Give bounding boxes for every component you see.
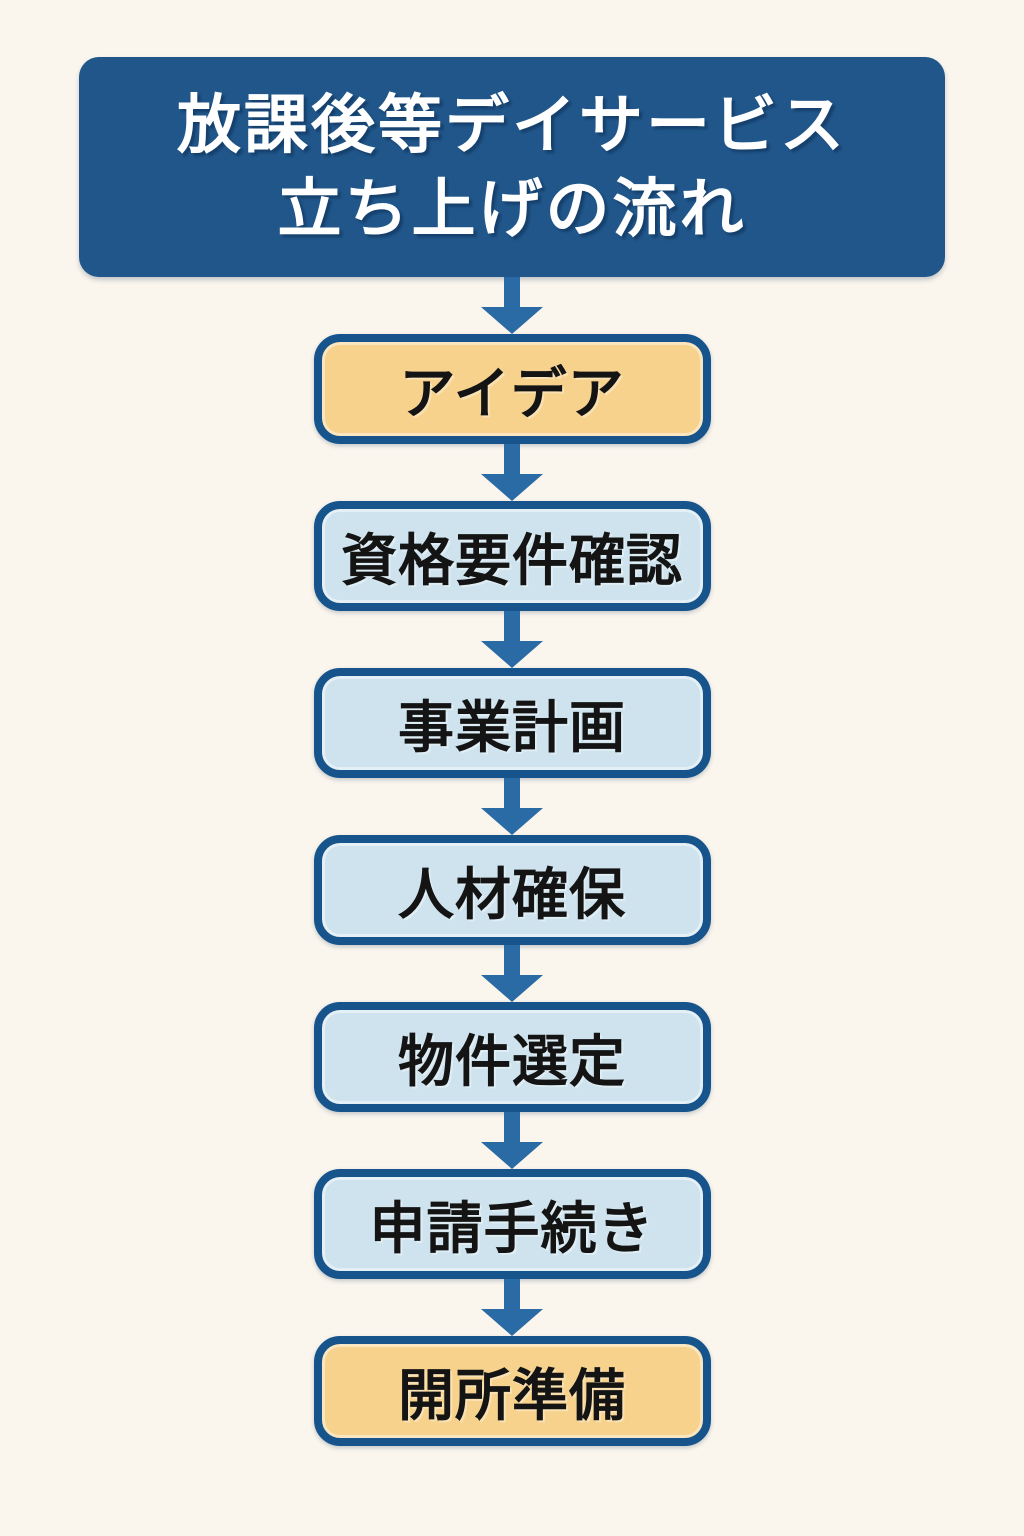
arrow-head <box>481 474 543 501</box>
down-arrow-icon <box>481 945 543 1002</box>
arrow-shaft <box>504 1279 520 1309</box>
arrow-shaft <box>504 611 520 641</box>
down-arrow-icon <box>481 778 543 835</box>
flow-step-application-procedure: 申請手続き <box>313 1169 711 1279</box>
arrow-shaft <box>504 945 520 975</box>
step-label: 人材確保 <box>398 862 626 926</box>
step-label: 物件選定 <box>398 1029 626 1093</box>
flowchart-title-line2: 立ち上げの流れ <box>277 173 747 245</box>
flow-step-business-plan: 事業計画 <box>313 668 711 778</box>
flow-step-idea: アイデア <box>313 334 711 444</box>
arrow-head <box>481 1142 543 1169</box>
flowchart-title-line1: 放課後等デイサービス <box>177 88 847 161</box>
arrow-head <box>481 808 543 835</box>
step-label: 事業計画 <box>398 695 626 759</box>
step-label: 申請手続き <box>369 1196 655 1260</box>
step-label: アイデア <box>399 361 625 425</box>
arrow-head <box>481 1309 543 1336</box>
arrow-shaft <box>504 1112 520 1142</box>
step-label: 資格要件確認 <box>341 528 683 592</box>
flowchart-title-box: 放課後等デイサービス 立ち上げの流れ <box>79 57 945 277</box>
arrow-shaft <box>504 778 520 808</box>
flow-step-opening-preparation: 開所準備 <box>313 1336 711 1446</box>
step-label: 開所準備 <box>398 1363 626 1427</box>
flow-step-staffing: 人材確保 <box>313 835 711 945</box>
arrow-head <box>481 307 543 334</box>
arrow-head <box>481 975 543 1002</box>
arrow-shaft <box>504 444 520 474</box>
down-arrow-icon <box>481 1112 543 1169</box>
down-arrow-icon <box>481 277 543 334</box>
flow-step-property-selection: 物件選定 <box>313 1002 711 1112</box>
arrow-head <box>481 641 543 668</box>
down-arrow-icon <box>481 444 543 501</box>
down-arrow-icon <box>481 1279 543 1336</box>
arrow-shaft <box>504 277 520 307</box>
flow-step-qualification-check: 資格要件確認 <box>313 501 711 611</box>
down-arrow-icon <box>481 611 543 668</box>
